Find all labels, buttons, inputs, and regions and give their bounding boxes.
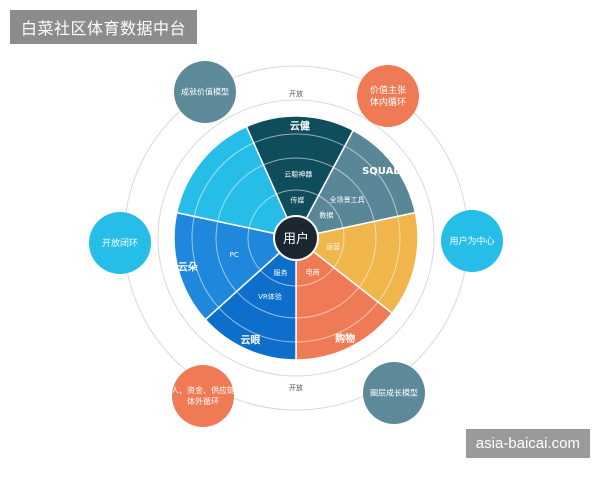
segment-inner-label: 电商 xyxy=(306,267,320,276)
segment-brand-label: 云眼 xyxy=(240,335,260,347)
node-label: 开放闭环 xyxy=(102,237,138,249)
segment-bottom xyxy=(204,236,297,361)
ring-label: 开放 xyxy=(289,89,303,98)
segment-upper-left xyxy=(175,125,298,240)
node-circle xyxy=(172,365,234,427)
segment-lower-left xyxy=(173,211,298,321)
wheel-band-3 xyxy=(191,133,401,343)
segment-brand-label: 云朵 xyxy=(178,261,198,273)
segment-inner-label: 服务 xyxy=(274,268,288,277)
node-circle xyxy=(174,61,236,123)
center-hub: 用户 xyxy=(273,215,319,261)
segment-brand-label: 购物 xyxy=(335,332,355,345)
segment-middle-label: 云聪神器 xyxy=(284,169,312,178)
node-label: 成就价值模型 xyxy=(181,87,229,97)
segment-middle-label: 全场景工具 xyxy=(330,195,365,204)
segment-wheel xyxy=(173,115,419,361)
node-left: 开放闭环 xyxy=(89,212,151,274)
node-label: 体外循环 xyxy=(187,396,219,406)
node-top-left: 成就价值模型 xyxy=(174,61,236,123)
node-circle xyxy=(441,210,503,272)
ring-label: 开放 xyxy=(289,383,303,392)
segment-middle-label: PC xyxy=(230,251,239,259)
watermark: asia-baicai.com xyxy=(465,429,590,458)
center-label: 用户 xyxy=(283,231,309,247)
center-circle xyxy=(273,215,319,261)
segment-inner-label: 数据 xyxy=(319,210,333,219)
segment-brand-label: SQUADS xyxy=(362,166,409,177)
node-bottom-right: 圈层成长模型 xyxy=(363,362,425,424)
wheel-band-1 xyxy=(247,189,345,287)
node-label: 圈层成长模型 xyxy=(370,388,418,398)
node-label: 用户为中心 xyxy=(449,235,494,247)
node-circle xyxy=(89,212,151,274)
node-label: 人、资金、供应链 xyxy=(171,385,235,395)
page-title: 白菜社区体育数据中台 xyxy=(10,10,198,44)
node-right: 用户为中心 xyxy=(441,210,503,272)
node-label: 价值主张 xyxy=(370,84,406,96)
segment-inner-label: 运营 xyxy=(326,242,340,251)
segment-top xyxy=(245,115,355,240)
inner-orbit xyxy=(157,99,435,377)
segment-inner-label: 传媒 xyxy=(290,195,304,204)
node-label: 体内循环 xyxy=(370,96,406,108)
wheel-band-2 xyxy=(215,157,377,319)
segment-lower-right xyxy=(295,236,394,361)
segment-middle-label: VR体验 xyxy=(258,292,282,301)
node-circle xyxy=(363,362,425,424)
node-circle xyxy=(357,65,419,127)
segment-brand-label: 云健 xyxy=(290,119,310,132)
